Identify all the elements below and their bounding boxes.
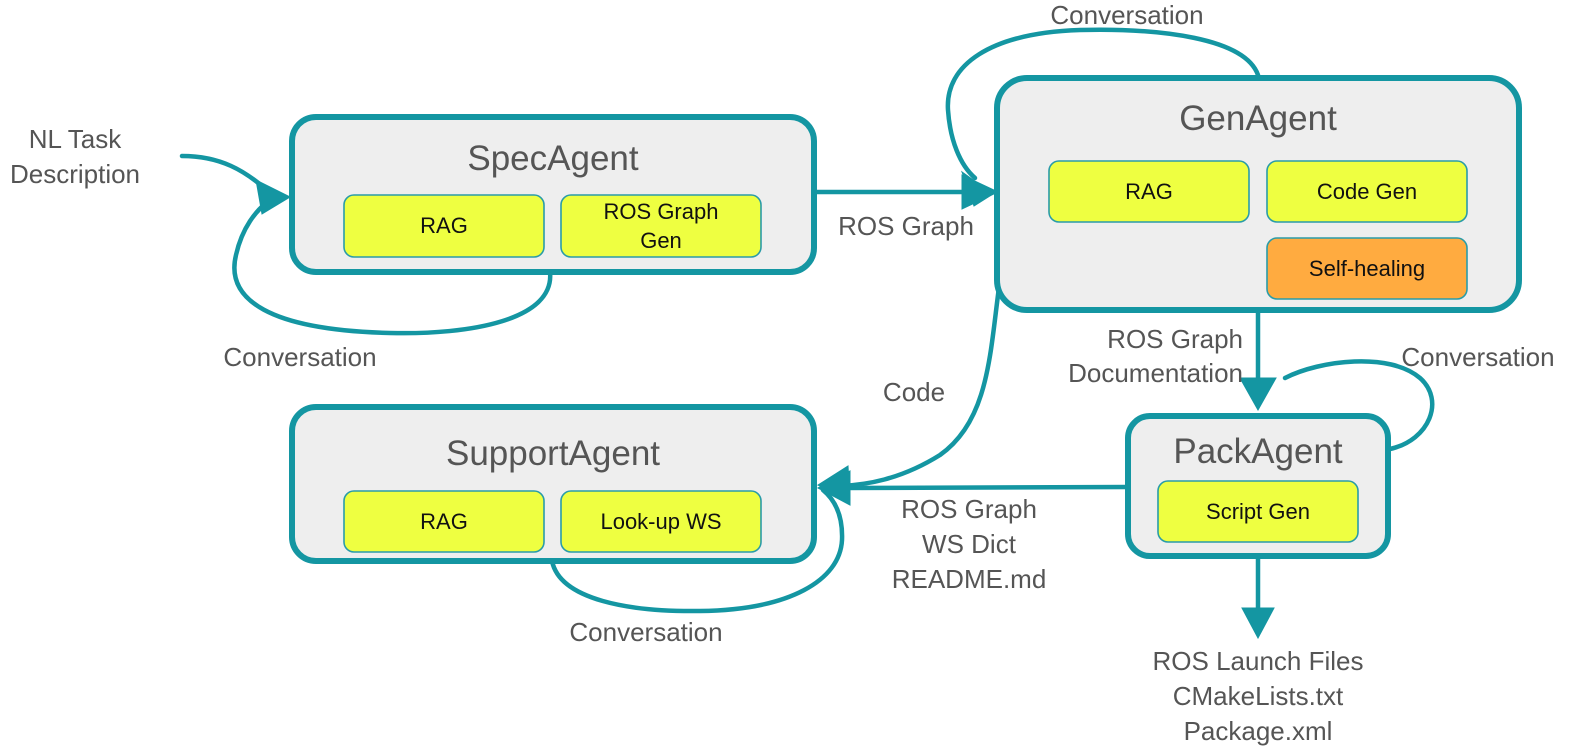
pack-to-support-label-line-2: WS Dict	[922, 529, 1017, 559]
pack-output-label-line-1: ROS Launch Files	[1153, 646, 1364, 676]
gen-module-self-healing-label: Self-healing	[1309, 256, 1425, 281]
pack-agent-title: PackAgent	[1173, 432, 1343, 471]
gen-module-rag-label: RAG	[1125, 179, 1173, 204]
gen-to-pack-label-line-1: ROS Graph	[1107, 324, 1243, 354]
pack-output-label-line-3: Package.xml	[1184, 716, 1333, 746]
input-edge	[179, 153, 273, 196]
spec-module-rag: RAG	[343, 194, 545, 258]
gen-loop-arrowhead	[961, 170, 994, 207]
gen-to-pack-label-line-2: Documentation	[1068, 358, 1243, 388]
support-loop-label: Conversation	[569, 617, 722, 647]
pack-output-arrowhead	[1241, 607, 1275, 640]
input-label-line-2: Description	[10, 159, 140, 189]
gen-to-pack-arrowhead	[1239, 377, 1277, 412]
pack-to-support-edge	[837, 484, 1131, 491]
spec-module-ros-graph-gen-label-1: ROS Graph	[604, 199, 719, 224]
gen-module-code-gen-label: Code Gen	[1317, 179, 1417, 204]
support-agent: SupportAgent RAG Look-up WS	[289, 404, 817, 564]
gen-agent-title: GenAgent	[1179, 99, 1337, 138]
support-module-rag: RAG	[343, 490, 545, 553]
gen-agent: GenAgent RAG Code Gen Self-healing	[994, 75, 1522, 313]
pack-to-support-label: ROS Graph WS Dict README.md	[892, 494, 1047, 594]
spec-module-ros-graph-gen-label-2: Gen	[640, 228, 682, 253]
gen-to-pack-label: ROS Graph Documentation	[1068, 324, 1243, 388]
gen-module-code-gen: Code Gen	[1266, 160, 1468, 223]
pack-module-script-gen-label: Script Gen	[1206, 499, 1310, 524]
gen-loop-edge	[945, 27, 1261, 181]
spec-module-ros-graph-gen: ROS Graph Gen	[560, 194, 762, 258]
pack-to-support-label-line-1: ROS Graph	[901, 494, 1037, 524]
spec-loop-edge	[232, 197, 553, 336]
support-agent-title: SupportAgent	[446, 434, 660, 473]
spec-module-rag-label: RAG	[420, 213, 468, 238]
gen-to-support-label: Code	[883, 377, 945, 407]
pack-agent: PackAgent Script Gen	[1125, 413, 1391, 559]
support-loop-edge	[549, 487, 845, 614]
gen-module-rag: RAG	[1048, 160, 1250, 223]
input-label: NL Task Description	[10, 124, 140, 189]
support-module-rag-label: RAG	[420, 509, 468, 534]
pack-module-script-gen: Script Gen	[1157, 480, 1359, 543]
gen-loop-label: Conversation	[1050, 0, 1203, 30]
support-module-lookup-ws: Look-up WS	[560, 490, 762, 553]
support-module-lookup-ws-label: Look-up WS	[600, 509, 721, 534]
pack-loop-label: Conversation	[1401, 342, 1554, 372]
spec-loop-label: Conversation	[223, 342, 376, 372]
pack-output-label: ROS Launch Files CMakeLists.txt Package.…	[1153, 646, 1364, 746]
spec-to-gen-label: ROS Graph	[838, 211, 974, 241]
pack-output-label-line-2: CMakeLists.txt	[1173, 681, 1344, 711]
spec-agent: SpecAgent RAG ROS Graph Gen	[289, 114, 817, 275]
gen-to-support-edge	[837, 277, 1003, 489]
pack-loop-edge	[1282, 359, 1435, 452]
input-label-line-1: NL Task	[29, 124, 122, 154]
gen-module-self-healing: Self-healing	[1266, 237, 1468, 300]
spec-agent-title: SpecAgent	[467, 139, 639, 178]
pack-to-support-label-line-3: README.md	[892, 564, 1047, 594]
pack-to-support-arrowhead	[816, 470, 851, 506]
